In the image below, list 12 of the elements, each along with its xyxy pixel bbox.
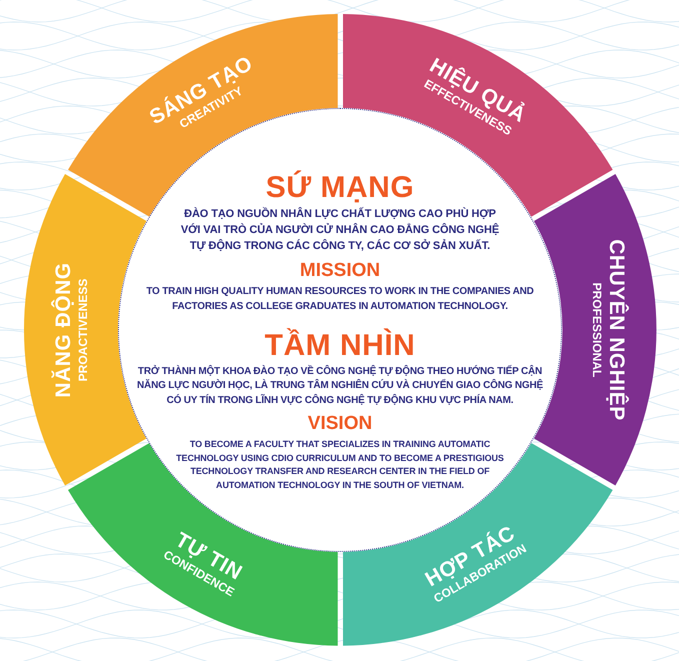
- section-text: TRỞ THÀNH MỘT KHOA ĐÀO TẠO VỀ CÔNG NGHỆ TỰ ĐỘNG THEO HƯỚNG TIẾP CẬN NĂNG LỰC NGƯỜI HỌC, LÀ TRUNG TÂM NGHIÊN CỨU VÀ CHUYỂN GIAO CÔNG NGHỆ CÓ UY TÍN TRONG LĨNH VỰC CÔNG NGHỆ TỰ ĐỘNG KHU VỰC PHÍA NAM.: [136, 364, 544, 408]
- segment-title: CHUYÊN NGHIỆP: [606, 239, 627, 421]
- section-heading: SỨ MẠNG: [266, 172, 414, 204]
- section-subheading: VISION: [308, 414, 372, 436]
- section-text: TO BECOME A FACULTY THAT SPECIALIZES IN TRAINING AUTOMATIC TECHNOLOGY USING CDIO CURRICULUM AND TO BECOME A PRESTIGIOUS TECHNOLOGY TRANSFER AND RESEARCH CENTER IN THE FIELD OF AUTOMATION TECHNOLOGY IN THE SOUTH OF VIETNAM.: [175, 438, 505, 492]
- section-heading: TẦM NHÌN: [264, 330, 416, 362]
- segment-subtitle: PROACTIVENESS: [76, 278, 89, 382]
- section-text: ĐÀO TẠO NGUỒN NHÂN LỰC CHẤT LƯỢNG CAO PHÙ HỢP VỚI VAI TRÒ CỦA NGƯỜI CỬ NHÂN CAO ĐẲNG CÔNG NGHỆ TỰ ĐỘNG TRONG CÁC CÔNG TY, CÁC CƠ SỞ SẢN XUẤT.: [180, 207, 500, 254]
- segment-subtitle: PROFESSIONAL: [590, 282, 603, 378]
- section-text: TO TRAIN HIGH QUALITY HUMAN RESOURCES TO WORK IN THE COMPANIES AND FACTORIES AS COLLEGE GRADUATES IN AUTOMATION TECHNOLOGY.: [145, 285, 535, 314]
- segment-title: NĂNG ĐỘNG: [52, 262, 74, 398]
- section-subheading: MISSION: [300, 261, 380, 282]
